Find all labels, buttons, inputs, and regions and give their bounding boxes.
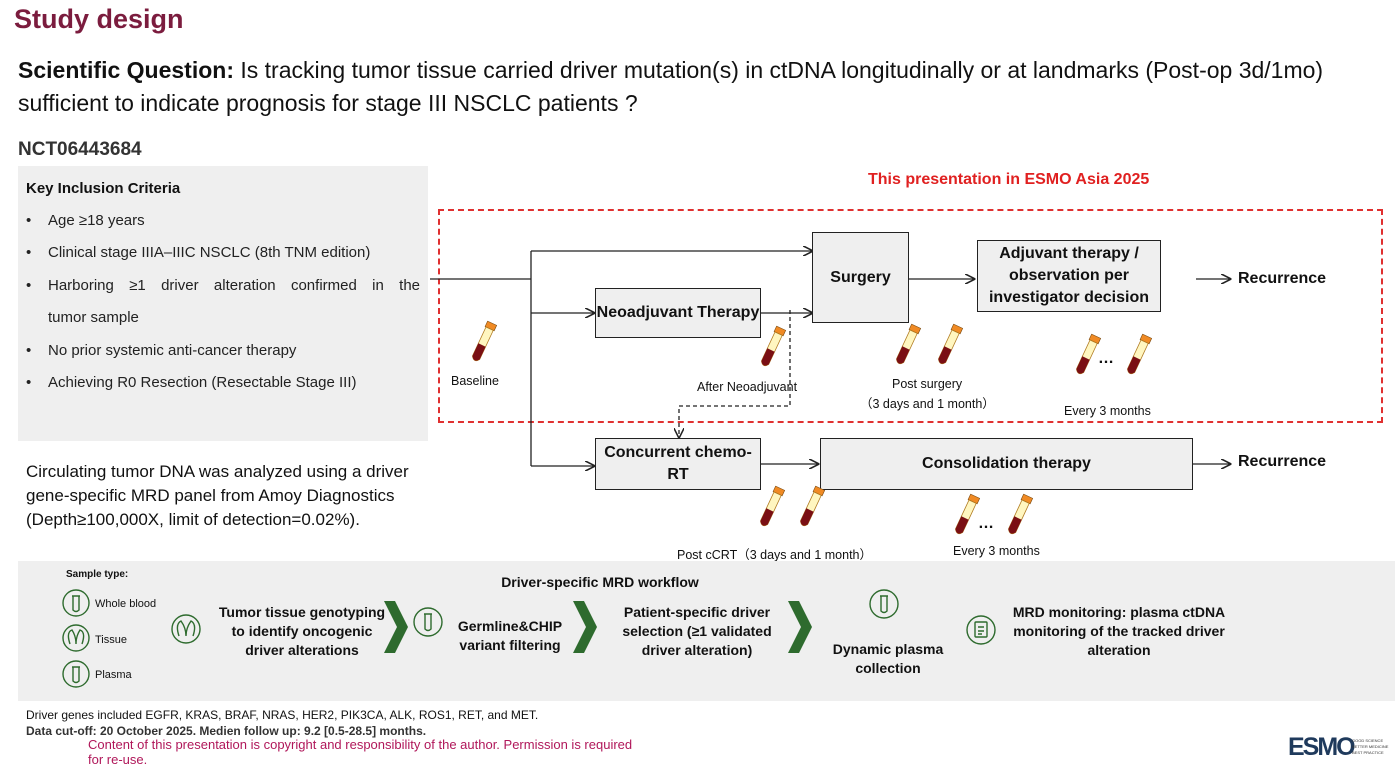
question-label: Scientific Question: bbox=[18, 57, 234, 83]
criteria-item: tumor sample bbox=[48, 309, 139, 326]
chemo-rt-box: Concurrent chemo-RT bbox=[595, 438, 761, 490]
chevron-icons bbox=[384, 601, 812, 653]
clipboard-icon bbox=[966, 615, 996, 645]
whole-blood-label: Whole blood bbox=[95, 598, 157, 610]
whole-blood-icon bbox=[413, 607, 443, 637]
criteria-item: Clinical stage IIIA–IIIC NSCLC (8th TNM … bbox=[48, 244, 371, 261]
copyright-note: Content of this presentation is copyrigh… bbox=[88, 737, 633, 767]
every-3-months-label: Every 3 months bbox=[1064, 404, 1151, 418]
bullet: • bbox=[26, 277, 32, 294]
workflow-step-collection: Dynamic plasma collection bbox=[832, 641, 944, 676]
bullet: • bbox=[26, 212, 32, 229]
esmo-logo: ESMO bbox=[1288, 733, 1356, 761]
ellipsis: … bbox=[978, 515, 994, 532]
plasma-icon bbox=[869, 589, 899, 619]
scientific-question: Scientific Question: Is tracking tumor t… bbox=[18, 54, 1388, 120]
workflow-step-genotyping: Tumor tissue genotyping to identify onco… bbox=[218, 604, 386, 658]
whole-blood-icon bbox=[62, 589, 90, 617]
workflow-step-monitoring: MRD monitoring: plasma ctDNA monitoring … bbox=[1012, 604, 1226, 658]
driver-genes-note: Driver genes included EGFR, KRAS, BRAF, … bbox=[26, 708, 539, 722]
criteria-item: Achieving R0 Resection (Resectable Stage… bbox=[48, 374, 357, 391]
esmo-scope-box bbox=[438, 209, 1383, 423]
criteria-title: Key Inclusion Criteria bbox=[26, 180, 181, 197]
chevron-right-icon bbox=[573, 601, 597, 653]
criteria-item: No prior systemic anti-cancer therapy bbox=[48, 342, 297, 359]
post-ccrt-label: Post cCRT（3 days and 1 month） bbox=[677, 548, 872, 562]
tissue-icon bbox=[171, 614, 201, 644]
tissue-label: Tissue bbox=[95, 634, 127, 646]
post-surgery-timing-label: （3 days and 1 month） bbox=[860, 397, 995, 411]
data-cutoff-note: Data cut-off: 20 October 2025. Medien fo… bbox=[26, 724, 427, 738]
page-title: Study design bbox=[14, 4, 184, 34]
chevron-right-icon bbox=[384, 601, 408, 653]
esmo-logo-tagline: GOOD SCIENCE BETTER MEDICINE BEST PRACTI… bbox=[1352, 738, 1389, 755]
baseline-label: Baseline bbox=[451, 374, 499, 388]
bullet: • bbox=[26, 342, 32, 359]
plasma-icon bbox=[62, 660, 90, 688]
workflow-panel bbox=[18, 561, 1395, 701]
trial-id: NCT06443684 bbox=[18, 139, 142, 160]
ellipsis: … bbox=[1098, 350, 1114, 367]
criteria-item: Age ≥18 years bbox=[48, 212, 145, 229]
every-3-months-label: Every 3 months bbox=[953, 544, 1040, 558]
workflow-step-filtering: Germline&CHIP variant filtering bbox=[457, 618, 563, 653]
esmo-asia-note: This presentation in ESMO Asia 2025 bbox=[868, 171, 1150, 188]
plasma-label: Plasma bbox=[95, 669, 132, 681]
post-surgery-label: Post surgery bbox=[892, 377, 963, 391]
question-text: Is tracking tumor tissue carried driver … bbox=[18, 57, 1324, 116]
criteria-panel bbox=[18, 166, 428, 441]
surgery-box: Surgery bbox=[812, 232, 909, 323]
criteria-item: Harboring ≥1 driver alteration confirmed… bbox=[48, 277, 420, 294]
tissue-icon bbox=[62, 624, 90, 652]
consolidation-therapy-box: Consolidation therapy bbox=[820, 438, 1193, 490]
chevron-right-icon bbox=[788, 601, 812, 653]
workflow-step-selection: Patient-specific driver selection (≥1 va… bbox=[622, 604, 772, 658]
sample-type-label: Sample type: bbox=[66, 569, 129, 580]
adjuvant-therapy-box: Adjuvant therapy / observation per inves… bbox=[977, 240, 1161, 312]
after-neoadjuvant-label: After Neoadjuvant bbox=[697, 380, 798, 394]
recurrence-label: Recurrence bbox=[1238, 453, 1327, 470]
neoadjuvant-therapy-box: Neoadjuvant Therapy bbox=[595, 288, 761, 338]
ctdna-method-text: Circulating tumor DNA was analyzed using… bbox=[26, 462, 409, 529]
recurrence-label: Recurrence bbox=[1238, 270, 1327, 287]
workflow-title: Driver-specific MRD workflow bbox=[501, 574, 699, 590]
bullet: • bbox=[26, 244, 32, 261]
bullet: • bbox=[26, 374, 32, 391]
